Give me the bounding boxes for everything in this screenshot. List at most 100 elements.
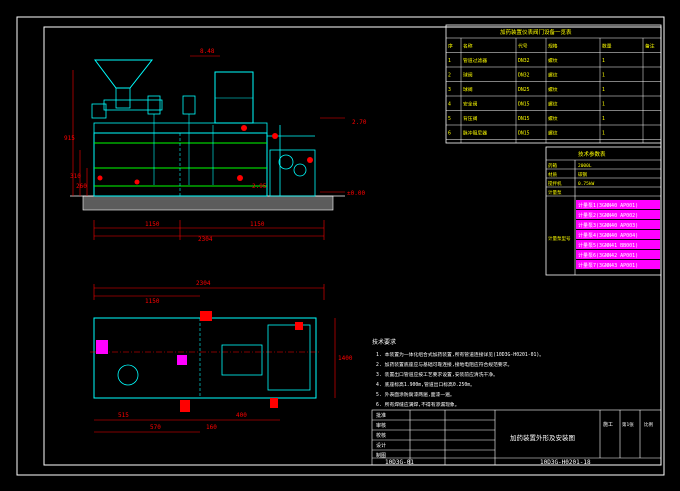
sheet-border xyxy=(16,16,665,476)
feeder-motor xyxy=(91,103,107,119)
technical-notes: 技术要求 1. 本装置为一体化组合式加药装置,所有管道连接详见(10D3G-H0… xyxy=(372,338,544,408)
width-left: 1150 xyxy=(145,221,160,228)
title-block-label: 批准 xyxy=(376,412,386,419)
drawing-number: 10D3G-H0201-18 xyxy=(540,459,591,466)
plan-pump-area xyxy=(267,324,311,391)
width-right: 1150 xyxy=(250,221,265,228)
pump-model: 计量泵3(3GNN40 AP003) xyxy=(578,222,638,229)
height-total: 915 xyxy=(64,135,75,142)
level-2: 2.70 xyxy=(352,119,367,126)
level-1: 8.48 xyxy=(200,48,215,55)
tank-body xyxy=(93,132,268,197)
pump-row-bg xyxy=(576,250,660,259)
plan-mixer-4 xyxy=(295,322,303,330)
title-block-label: 设计 xyxy=(376,442,386,449)
pump-head-1 xyxy=(278,154,294,170)
valve-3 xyxy=(237,175,243,181)
title-block xyxy=(371,409,662,466)
table-header-cell: 代号 xyxy=(518,43,528,50)
width-total: 2304 xyxy=(198,236,213,243)
valve-2 xyxy=(307,157,313,163)
pump-model: 计量泵5(3GNN41 BB001) xyxy=(578,242,638,249)
plan-outline xyxy=(93,317,317,399)
hopper-neck xyxy=(115,87,131,109)
table-header-cell: 备注 xyxy=(645,43,655,50)
table-cell: DN15 xyxy=(518,116,530,122)
mixer-motor-1 xyxy=(147,95,161,115)
table-cell: DN32 xyxy=(518,73,530,79)
table-cell: 1 xyxy=(602,131,605,137)
hopper xyxy=(94,59,154,89)
table-cell: DN15 xyxy=(518,131,530,137)
tech-param-value: 碳钢 xyxy=(578,171,587,178)
table-header-cell: 名称 xyxy=(463,43,473,50)
table-cell: 安全阀 xyxy=(463,101,478,108)
pump-row-bg xyxy=(576,230,660,239)
control-cabinet xyxy=(214,71,254,124)
title-block-label: 校核 xyxy=(376,432,386,439)
plan-width-left: 1150 xyxy=(145,298,160,305)
height-mid: 310 xyxy=(70,173,81,180)
plan-side-dim: 1400 xyxy=(338,355,353,362)
table-cell: 螺纹 xyxy=(548,101,558,108)
plan-mixer-1 xyxy=(96,340,108,354)
note-line: 3. 装置出口管道应按工艺要求设置,安装前应清洗干净。 xyxy=(376,371,498,378)
tank-top-plate xyxy=(93,122,268,134)
stage-label: 施工 xyxy=(603,421,613,428)
height-low: 260 xyxy=(76,183,87,190)
tech-param-name: 计量泵 xyxy=(548,189,562,196)
mixer-motor-2 xyxy=(182,95,196,115)
left-number: 10D3G-01 xyxy=(385,459,414,466)
pump-skid xyxy=(269,149,316,197)
pump-row-bg xyxy=(576,210,660,219)
drawing-name: 加药装置外形及安装图 xyxy=(510,433,575,442)
table-cell: 螺纹 xyxy=(548,115,558,122)
table-cell: 1 xyxy=(602,87,605,93)
table-cell: 管道过滤器 xyxy=(463,57,487,64)
title-block-label: 制图 xyxy=(376,452,386,459)
pump-row-bg xyxy=(576,200,660,209)
table-header-cell: 规格 xyxy=(548,43,558,50)
table-cell: 5 xyxy=(448,116,451,122)
plan-manhole xyxy=(117,364,139,386)
front-view: 8.48 2.70 2.95 ±0.00 915 310 260 1150 11… xyxy=(64,48,367,243)
note-line: 6. 所有焊缝应满焊,不得有渗漏现象。 xyxy=(376,401,460,408)
pump-model-label: 计量泵型号 xyxy=(548,235,571,242)
level-3: 2.95 xyxy=(252,183,267,190)
table-cell: 球阀 xyxy=(463,72,473,79)
pump-model: 计量泵7(3GNN43 AP001) xyxy=(578,262,638,269)
pump-row-bg xyxy=(576,220,660,229)
pump-row-bg xyxy=(576,260,660,269)
table-cell: 脉冲阻尼器 xyxy=(463,130,487,137)
plan-dim-c: 400 xyxy=(236,412,247,419)
tech-param-name: 搅拌机 xyxy=(548,180,562,187)
front-dimensions xyxy=(72,55,345,240)
table-cell: 1 xyxy=(602,102,605,108)
valve-6 xyxy=(97,175,103,181)
valve-1 xyxy=(272,133,278,139)
plan-mixer-3 xyxy=(177,355,187,365)
table-cell: 背压阀 xyxy=(463,115,478,122)
sheet-label: 第1张 xyxy=(622,421,634,428)
plan-view: 2304 1150 515 570 400 160 1400 xyxy=(90,280,353,433)
tech-param-value: 0.75kW xyxy=(578,181,595,187)
plan-foot-1 xyxy=(180,400,190,412)
plan-dim-b: 570 xyxy=(150,424,161,431)
valve-5 xyxy=(241,125,247,131)
plan-width-top: 2304 xyxy=(196,280,211,287)
table-cell: 螺纹 xyxy=(548,130,558,137)
pump-model: 计量泵2(3GNN40 AP002) xyxy=(578,212,638,219)
table-header-cell: 序 xyxy=(448,43,453,50)
table-cell: DN15 xyxy=(518,102,530,108)
table-header-cell: 数量 xyxy=(602,43,612,50)
base-foundation xyxy=(82,195,334,211)
scale-label: 比例 xyxy=(644,421,653,428)
plan-mixer-2 xyxy=(200,311,212,321)
plan-dim-a: 515 xyxy=(118,412,129,419)
valve-4 xyxy=(134,179,140,185)
table-cell: 6 xyxy=(448,131,451,137)
pump-model: 计量泵6(3GNN42 AP001) xyxy=(578,252,638,259)
screw-feeder xyxy=(103,99,163,111)
